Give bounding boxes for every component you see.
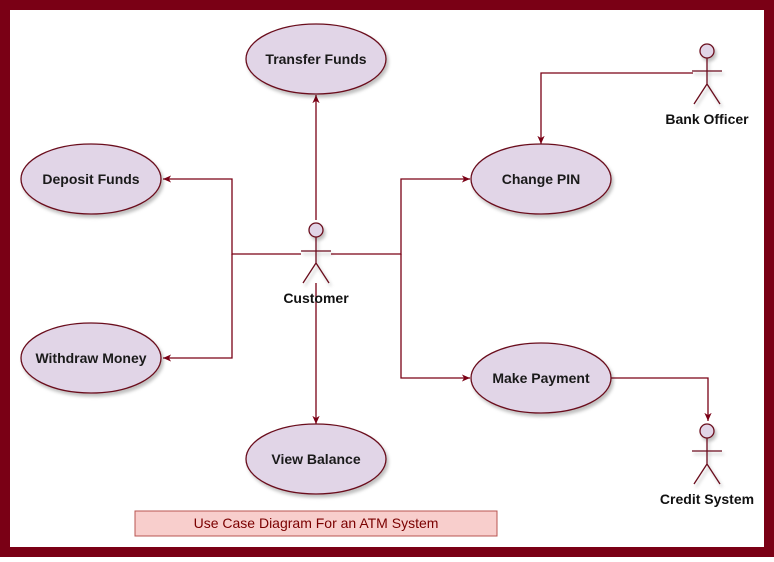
use-case-label: View Balance — [271, 451, 360, 467]
use-case-label: Transfer Funds — [265, 51, 366, 67]
actor-customer[interactable]: Customer — [283, 222, 349, 306]
use-case-transfer-funds[interactable]: Transfer Funds — [245, 23, 387, 95]
stick-figure-icon — [692, 43, 722, 105]
use-case-withdraw-money[interactable]: Withdraw Money — [20, 322, 162, 394]
connector-customer-deposit-funds — [163, 175, 301, 255]
caption-text: Use Case Diagram For an ATM System — [194, 515, 439, 531]
use-case-change-pin[interactable]: Change PIN — [470, 143, 612, 215]
use-case-label: Change PIN — [502, 171, 581, 187]
use-case-label: Withdraw Money — [35, 350, 146, 366]
connector-bank-officer-change-pin — [537, 72, 693, 144]
stick-figure-icon — [301, 222, 331, 284]
actor-bank-officer[interactable]: Bank Officer — [665, 43, 749, 127]
actor-label: Bank Officer — [665, 111, 749, 127]
actor-credit-system[interactable]: Credit System — [660, 423, 754, 507]
stick-figure-icon — [692, 423, 722, 485]
use-case-label: Deposit Funds — [42, 171, 139, 187]
connector-customer-withdraw-money — [163, 254, 233, 362]
use-case-view-balance[interactable]: View Balance — [245, 423, 387, 495]
actor-label: Customer — [283, 290, 349, 306]
connector-customer-make-payment — [400, 254, 470, 382]
connector-customer-change-pin — [331, 175, 470, 255]
use-case-label: Make Payment — [492, 370, 590, 386]
use-case-deposit-funds[interactable]: Deposit Funds — [20, 143, 162, 215]
connector-make-payment-credit-system — [611, 377, 712, 421]
use-case-make-payment[interactable]: Make Payment — [470, 342, 612, 414]
actor-label: Credit System — [660, 491, 754, 507]
diagram-caption: Use Case Diagram For an ATM System — [134, 510, 498, 537]
